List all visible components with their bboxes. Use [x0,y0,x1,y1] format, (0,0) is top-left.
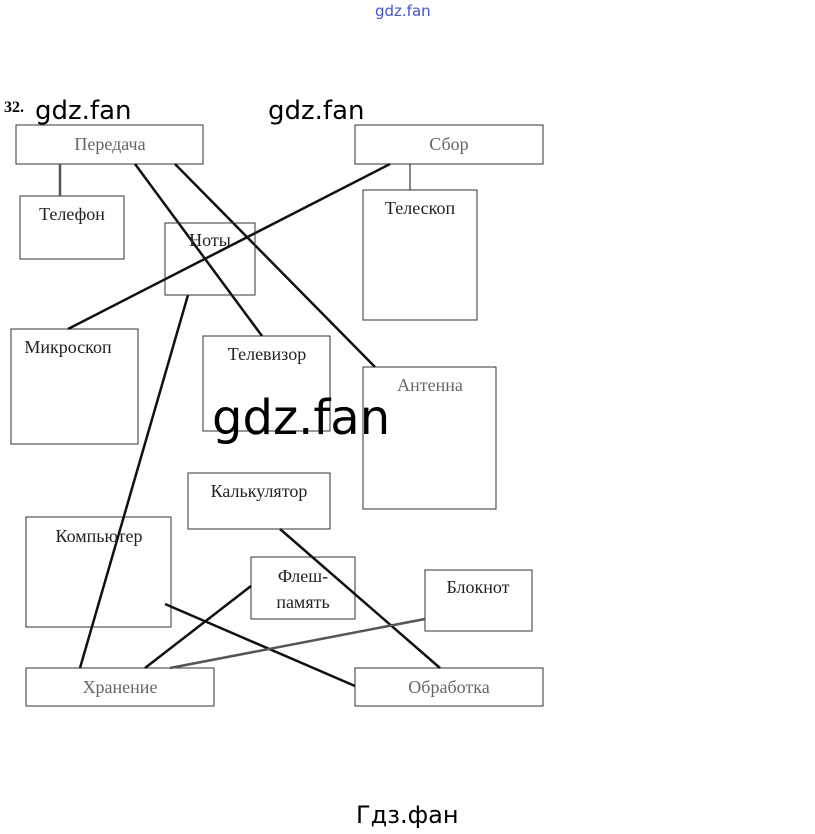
box-televizor [202,335,331,432]
box-hranenie [25,667,215,707]
label-kalkulyator: Калькулятор [211,481,308,501]
line-flesh-hranenie [144,585,252,669]
label-peredacha: Передача [74,134,145,154]
labels: Передача Сбор Телефон Ноты Телескоп Микр… [24,134,509,697]
box-teleskop [362,189,478,321]
label-televizor: Телевизор [228,344,306,364]
box-peredacha [15,124,204,165]
box-kompyuter [25,516,172,628]
label-flesh-1: Флеш- [278,566,328,586]
watermark-bottom: Гдз.фан [356,801,459,829]
box-bloknot [424,569,533,632]
label-teleskop: Телескоп [385,198,456,218]
box-antenna [362,366,497,510]
line-peredacha-antenna [174,163,376,368]
line-bloknot-hranenie [169,617,426,670]
label-antenna: Антенна [397,375,463,395]
line-noty-hranenie [78,294,190,669]
box-kalkulyator [187,472,331,530]
label-flesh-2: память [276,592,329,612]
label-noty: Ноты [189,230,231,250]
box-telefon [19,195,125,260]
line-peredacha-televizor [133,163,264,337]
box-sbor [354,124,544,165]
box-obrabotka [354,667,544,707]
label-mikroskop: Микроскоп [24,337,112,357]
label-kompyuter: Компьютер [55,526,142,546]
box-flesh [250,556,356,620]
watermark-center: gdz.fan [212,390,391,446]
box-noty [164,222,256,296]
label-bloknot: Блокнот [446,577,509,597]
line-kalkulyator-obrabotka [279,528,441,669]
box-mikroskop [10,328,139,445]
connectors [58,162,441,688]
label-telefon: Телефон [39,204,105,224]
label-hranenie: Хранение [83,677,158,697]
watermark-left: gdz.fan [35,96,132,126]
boxes [10,124,544,707]
watermark-mid: gdz.fan [268,96,365,126]
problem-number: 32. [4,99,24,116]
label-sbor: Сбор [429,134,468,154]
watermark-top: gdz.fan [375,2,431,20]
line-sbor-mikroskop [67,162,391,331]
label-obrabotka: Обработка [408,677,489,697]
line-kompyuter-obrabotka [164,602,356,688]
